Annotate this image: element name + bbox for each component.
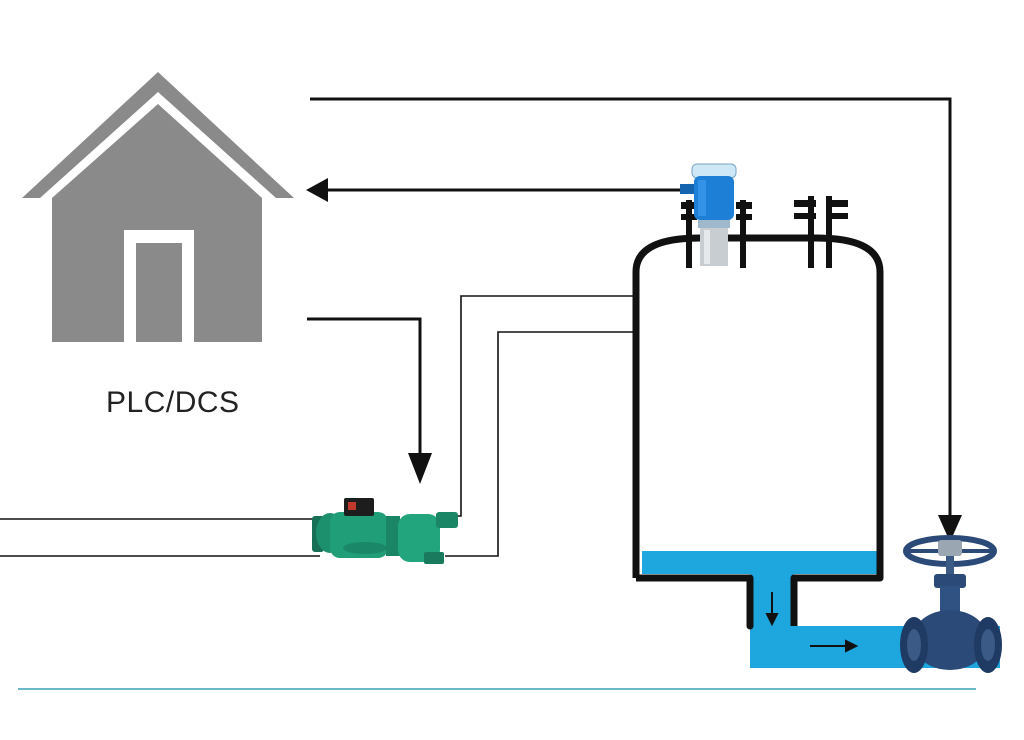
arrow-to-valve [938, 515, 962, 542]
pipes [0, 295, 636, 557]
control-line-to-valve [310, 97, 952, 520]
flow-arrow-right [810, 639, 859, 653]
gate-valve-icon [900, 535, 1002, 673]
signal-lines [306, 97, 962, 542]
house-icon [22, 72, 294, 342]
pump-icon [312, 498, 458, 564]
ultrasonic-level-sensor-icon [680, 163, 737, 266]
arrow-to-controller [306, 178, 328, 202]
flow-arrow-down [765, 592, 779, 627]
arrow-to-pump [408, 453, 432, 484]
nozzle-flanges [681, 196, 848, 268]
water-in-tank [642, 551, 878, 574]
controller-label: PLC/DCS [106, 386, 240, 419]
control-line-to-pump [307, 317, 422, 455]
